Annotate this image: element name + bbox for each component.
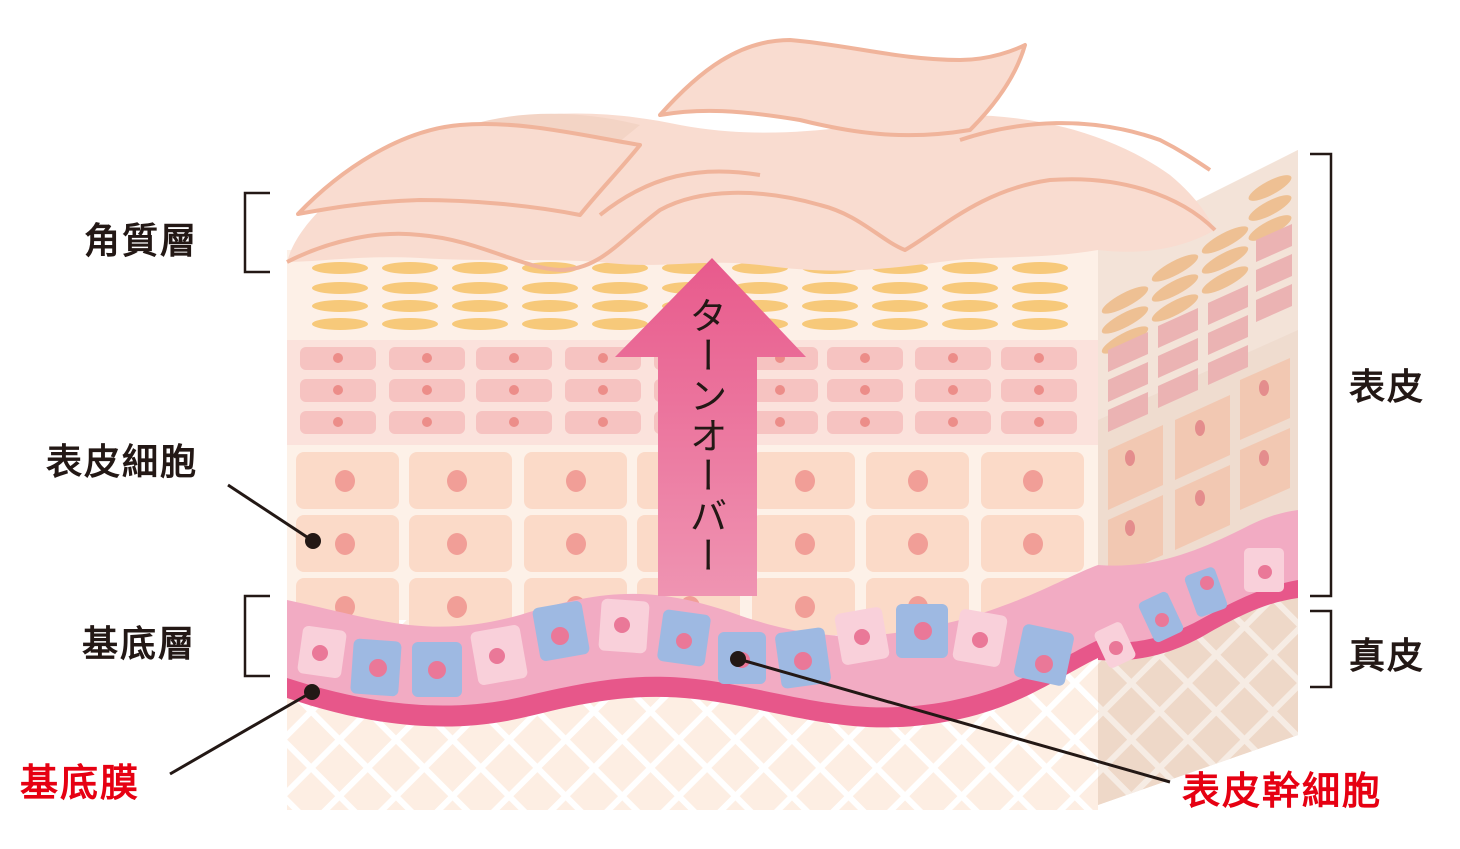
label-epidermis: 表皮	[1349, 367, 1426, 408]
label-dermis: 真皮	[1349, 636, 1426, 677]
label-basement-membrane: 基底膜	[20, 761, 141, 805]
label-epidermal-stem-cells: 表皮幹細胞	[1182, 769, 1383, 813]
label-basal-layer: 基底層	[82, 624, 197, 665]
turnover-label: ターンオーバー	[683, 296, 727, 576]
pointer-dot-stem-cell	[730, 651, 746, 667]
side-basal-band	[1094, 510, 1298, 668]
stratum-corneum-flakes	[286, 38, 1217, 272]
basement-membrane-line	[287, 640, 1098, 728]
brackets	[243, 152, 1333, 689]
front-face	[287, 250, 1098, 810]
bracket-basal-layer	[243, 594, 270, 678]
turnover-arrow	[615, 258, 806, 596]
bracket-epidermis	[1310, 152, 1333, 598]
pointer-dot-epidermal-cell	[305, 533, 321, 549]
leader-lines	[169, 483, 1171, 784]
label-epidermal-cells: 表皮細胞	[46, 442, 199, 483]
bracket-stratum-corneum	[243, 191, 270, 274]
epidermal-cells	[296, 452, 1084, 635]
label-stratum-corneum: 角質層	[84, 221, 199, 262]
bracket-dermis	[1310, 609, 1333, 689]
pointer-dot-basement-membrane	[304, 684, 320, 700]
